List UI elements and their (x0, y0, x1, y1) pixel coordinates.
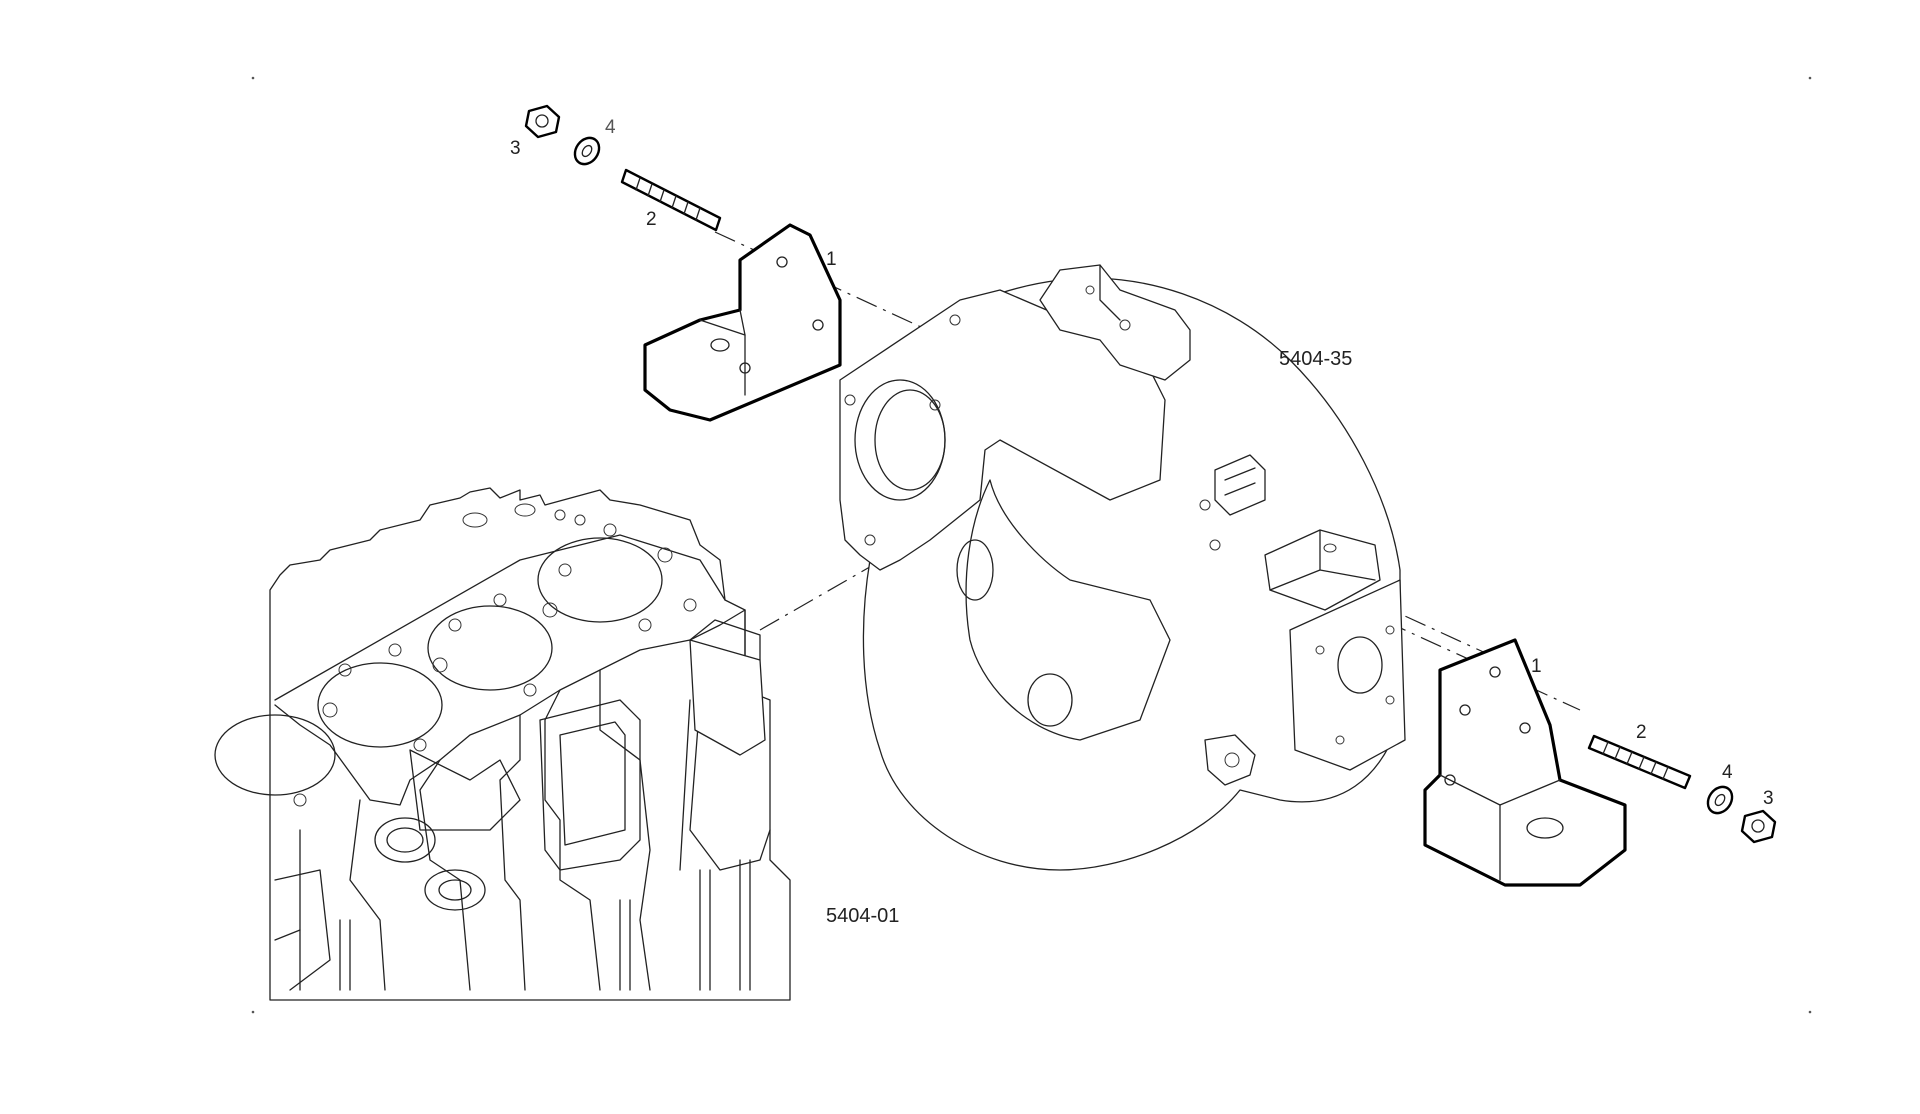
washer-left (573, 136, 601, 166)
callout-stud-right: 2 (1636, 722, 1647, 743)
callout-nut-left: 3 (510, 138, 521, 159)
ref-engine-block: 5404-01 (826, 905, 899, 927)
callout-washer-left: 4 (605, 117, 616, 138)
callout-bracket-right: 1 (1531, 656, 1542, 677)
washer-right (1706, 785, 1734, 815)
corner-marks (251, 76, 1812, 1014)
callouts-left: 3 4 2 1 (510, 117, 837, 270)
ref-flywheel-housing: 5404-35 (1279, 348, 1352, 370)
nut-left (524, 104, 561, 139)
bracket-left (643, 223, 842, 422)
bracket-right (1423, 638, 1627, 887)
stud-left (620, 168, 722, 232)
callout-bracket-left: 1 (826, 249, 837, 270)
engine-block (214, 487, 791, 1001)
stud-right (1587, 734, 1692, 790)
callout-stud-left: 2 (646, 209, 657, 230)
nut-right (1740, 809, 1777, 844)
callout-nut-right: 3 (1763, 788, 1774, 809)
callout-washer-right: 4 (1722, 762, 1733, 783)
callouts-right: 1 2 4 3 (1531, 656, 1774, 809)
flywheel-housing (839, 264, 1406, 871)
